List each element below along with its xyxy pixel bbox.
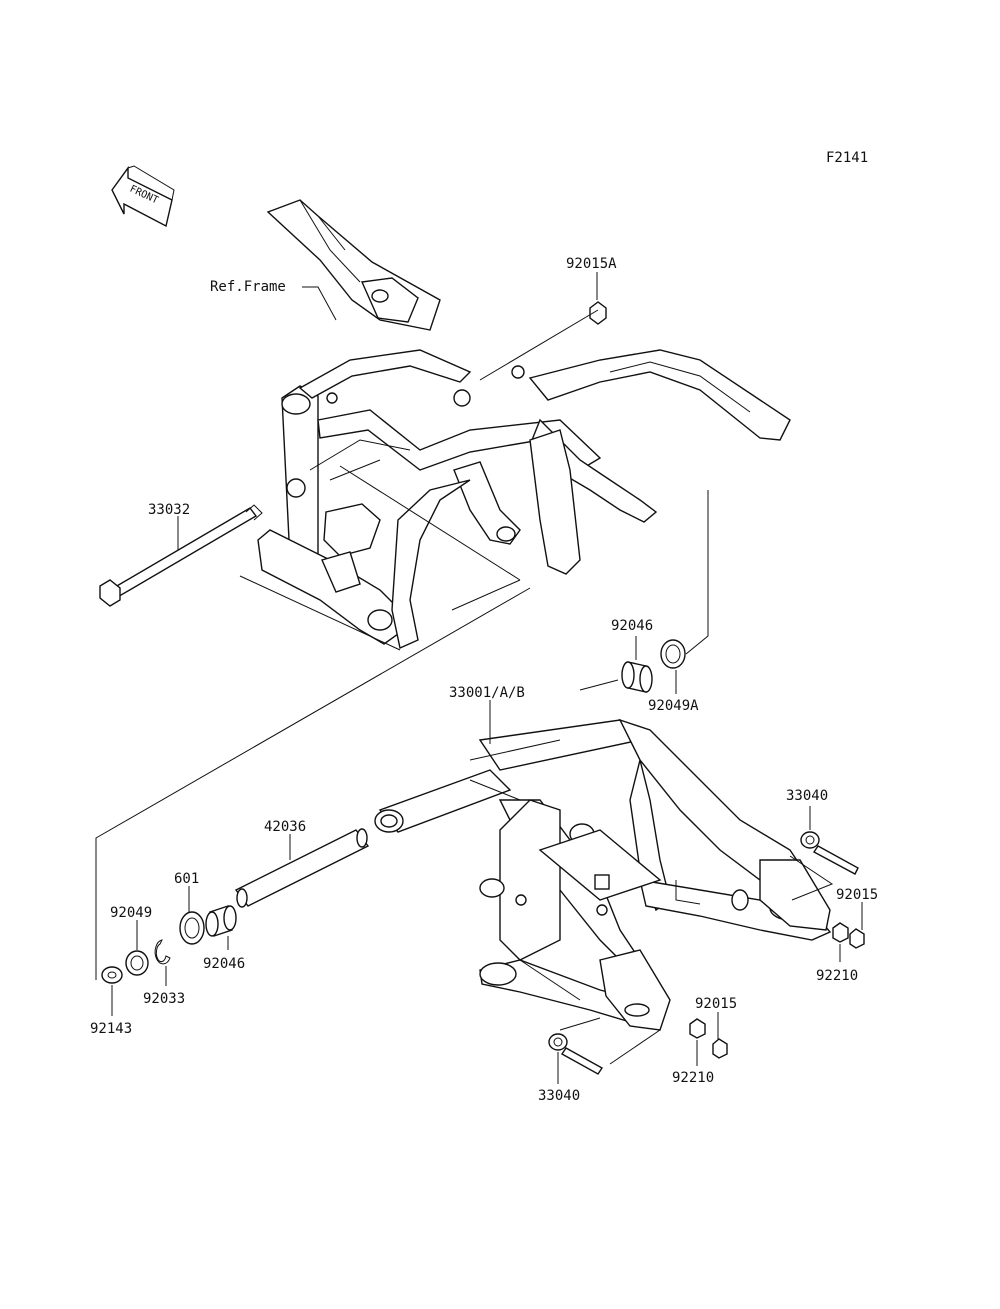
- frame-drawing: [239, 199, 791, 651]
- ref-frame-label[interactable]: Ref.Frame: [210, 279, 286, 295]
- seal-92049-part: [125, 950, 149, 976]
- part-label-92210-lower[interactable]: 92210: [672, 1070, 714, 1086]
- circlip-92033-part: [154, 939, 171, 965]
- part-label-92033[interactable]: 92033: [143, 991, 185, 1007]
- bearing-601-part: [179, 911, 205, 945]
- part-label-33001[interactable]: 33001/A/B: [449, 685, 525, 701]
- part-label-92046-upper[interactable]: 92046: [611, 618, 653, 634]
- front-arrow-icon: FRONT: [111, 165, 175, 228]
- part-label-92049[interactable]: 92049: [110, 905, 152, 921]
- part-label-33032[interactable]: 33032: [148, 502, 190, 518]
- bearing-92046-upper: [621, 661, 653, 693]
- nut-92015-right: [849, 928, 865, 949]
- part-label-42036[interactable]: 42036: [264, 819, 306, 835]
- bearing-92046-lower: [205, 905, 237, 937]
- nut-92210-lower: [689, 1018, 706, 1039]
- adjuster-33040-lower: [548, 1033, 604, 1075]
- sleeve-42036-part: [234, 828, 370, 908]
- leader-lines: [95, 272, 863, 1084]
- nut-92015A-part: [589, 301, 607, 325]
- figure-id: F2141: [826, 150, 868, 166]
- pivot-shaft-part: [99, 504, 263, 607]
- part-label-92049A[interactable]: 92049A: [648, 698, 699, 714]
- nut-92015-lower: [712, 1038, 728, 1059]
- part-label-601[interactable]: 601: [174, 871, 199, 887]
- seal-92049A-part: [660, 639, 686, 669]
- part-label-92015-right[interactable]: 92015: [836, 887, 878, 903]
- adjuster-33040-right: [800, 831, 859, 875]
- nut-92210-right: [832, 922, 849, 943]
- part-label-92015A[interactable]: 92015A: [566, 256, 617, 272]
- part-label-92143[interactable]: 92143: [90, 1021, 132, 1037]
- part-label-92015-lower[interactable]: 92015: [695, 996, 737, 1012]
- part-label-33040-lower[interactable]: 33040: [538, 1088, 580, 1104]
- swingarm-drawing: [374, 718, 832, 1031]
- washer-92143-part: [101, 966, 123, 984]
- part-label-33040-right[interactable]: 33040: [786, 788, 828, 804]
- part-label-92046-lower[interactable]: 92046: [203, 956, 245, 972]
- part-label-92210-right[interactable]: 92210: [816, 968, 858, 984]
